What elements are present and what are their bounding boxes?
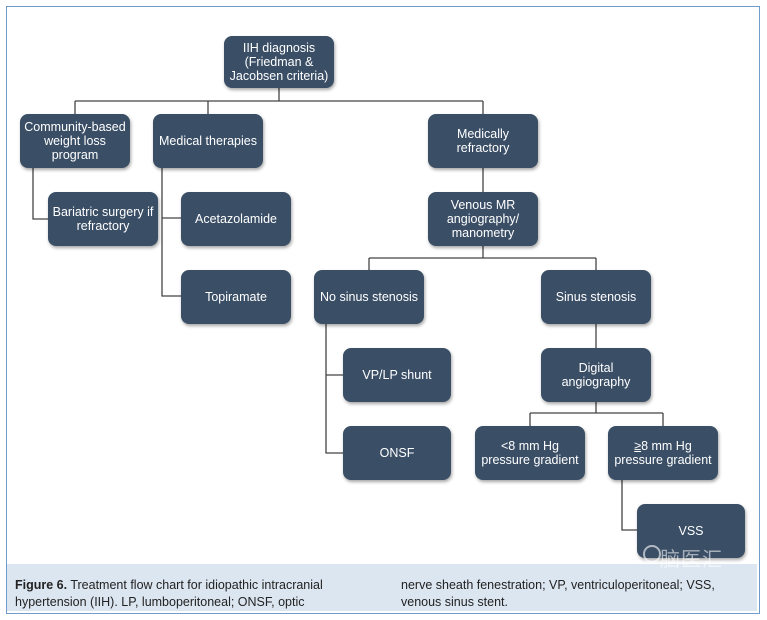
watermark-text: 脑医汇	[660, 549, 723, 571]
node-vp-lp-shunt: VP/LP shunt	[343, 348, 451, 402]
node-sinus-stenosis: Sinus stenosis	[541, 270, 651, 324]
caption-band	[7, 564, 757, 611]
node-lt8-gradient: <8 mm Hg pressure gradient	[475, 426, 585, 480]
node-no-sinus-stenosis: No sinus stenosis	[314, 270, 424, 324]
caption-right: nerve sheath fenestration; VP, ventricul…	[401, 578, 715, 609]
node-onsf: ONSF	[343, 426, 451, 480]
node-bariatric-surgery: Bariatric surgery if refractory	[48, 192, 158, 246]
caption-left: Figure 6. Treatment flow chart for idiop…	[15, 577, 375, 611]
node-ge8-gradient: ≥8 mm Hg pressure gradient	[608, 426, 718, 480]
node-community-weight-loss: Community-based weight loss program	[20, 114, 130, 168]
node-digital-angiography: Digital angiography	[541, 348, 651, 402]
caption-label: Figure 6.	[15, 578, 68, 592]
node-medical-therapies: Medical therapies	[153, 114, 263, 168]
node-medically-refractory: Medically refractory	[428, 114, 538, 168]
ge-symbol: ≥	[634, 439, 642, 453]
node-topiramate: Topiramate	[181, 270, 291, 324]
node-iih-diagnosis: IIH diagnosis (Friedman & Jacobsen crite…	[224, 36, 334, 88]
node-acetazolamide: Acetazolamide	[181, 192, 291, 246]
caption-left-text: Treatment flow chart for idiopathic intr…	[15, 578, 323, 609]
watermark-logo	[643, 545, 661, 563]
ge8-text: 8 mm Hg pressure gradient	[614, 439, 712, 467]
node-venous-mr: Venous MR angiography/ manometry	[428, 192, 538, 246]
